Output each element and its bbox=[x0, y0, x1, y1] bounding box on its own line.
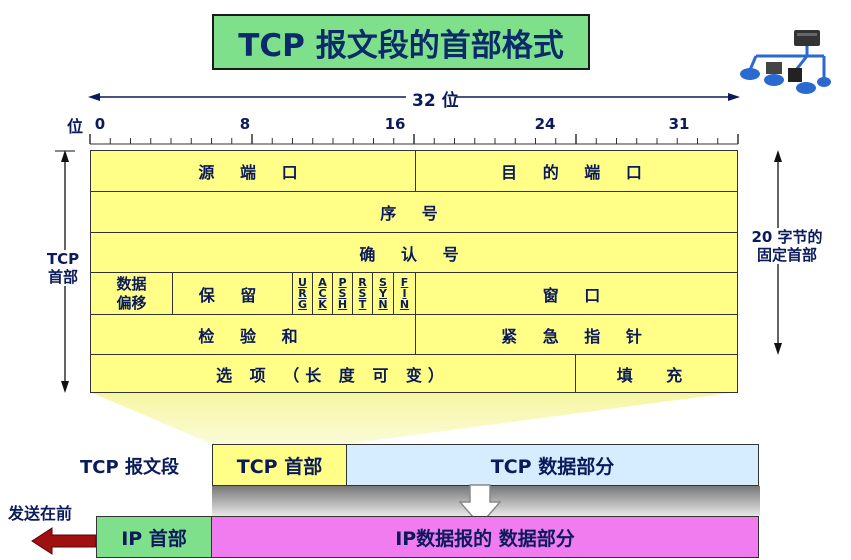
field-destination-port: 目 的 端 口 bbox=[416, 151, 738, 192]
field-reserved: 保 留 bbox=[173, 273, 293, 315]
bit-span-arrow bbox=[88, 93, 740, 101]
tick-label-8: 8 bbox=[239, 115, 251, 133]
field-options: 选 项 （长 度 可 变） bbox=[91, 355, 576, 393]
fixed-header-side-label: 20 字节的 固定首部 bbox=[742, 228, 832, 264]
tcp-header-side-label: TCP 首部 bbox=[38, 250, 88, 286]
field-ack-number: 确 认 号 bbox=[91, 233, 738, 273]
field-data-offset: 数据 偏移 bbox=[91, 273, 173, 315]
tcp-segment-header-box: TCP 首部 bbox=[212, 444, 347, 486]
projection-shade bbox=[90, 392, 738, 444]
tcp-segment-data-box: TCP 数据部分 bbox=[346, 444, 759, 486]
tcp-segment-label: TCP 报文段 bbox=[80, 457, 179, 478]
network-icon bbox=[740, 30, 831, 94]
ip-header-box: IP 首部 bbox=[96, 516, 212, 558]
send-direction-arrow-icon bbox=[31, 527, 97, 555]
field-source-port: 源 端 口 bbox=[91, 151, 416, 192]
send-first-label: 发送在前 bbox=[8, 504, 73, 523]
tick-label-0: 0 bbox=[94, 115, 106, 133]
field-padding: 填 充 bbox=[576, 355, 738, 393]
bit-ruler bbox=[89, 134, 739, 145]
field-urgent-pointer: 紧 急 指 针 bbox=[416, 315, 738, 355]
tick-label-16: 16 bbox=[384, 115, 406, 133]
tick-label-31: 31 bbox=[668, 115, 690, 133]
ip-data-box: IP数据报的 数据部分 bbox=[211, 516, 759, 558]
page-title: TCP 报文段的首部格式 bbox=[212, 14, 590, 70]
bit-axis-label: 位 bbox=[67, 117, 84, 136]
tick-label-24: 24 bbox=[534, 115, 556, 133]
bits-label: 32 位 bbox=[412, 91, 459, 111]
field-checksum: 检 验 和 bbox=[91, 315, 416, 355]
field-sequence-number: 序 号 bbox=[91, 192, 738, 233]
down-arrow-icon bbox=[459, 484, 501, 526]
field-window: 窗 口 bbox=[416, 273, 738, 315]
